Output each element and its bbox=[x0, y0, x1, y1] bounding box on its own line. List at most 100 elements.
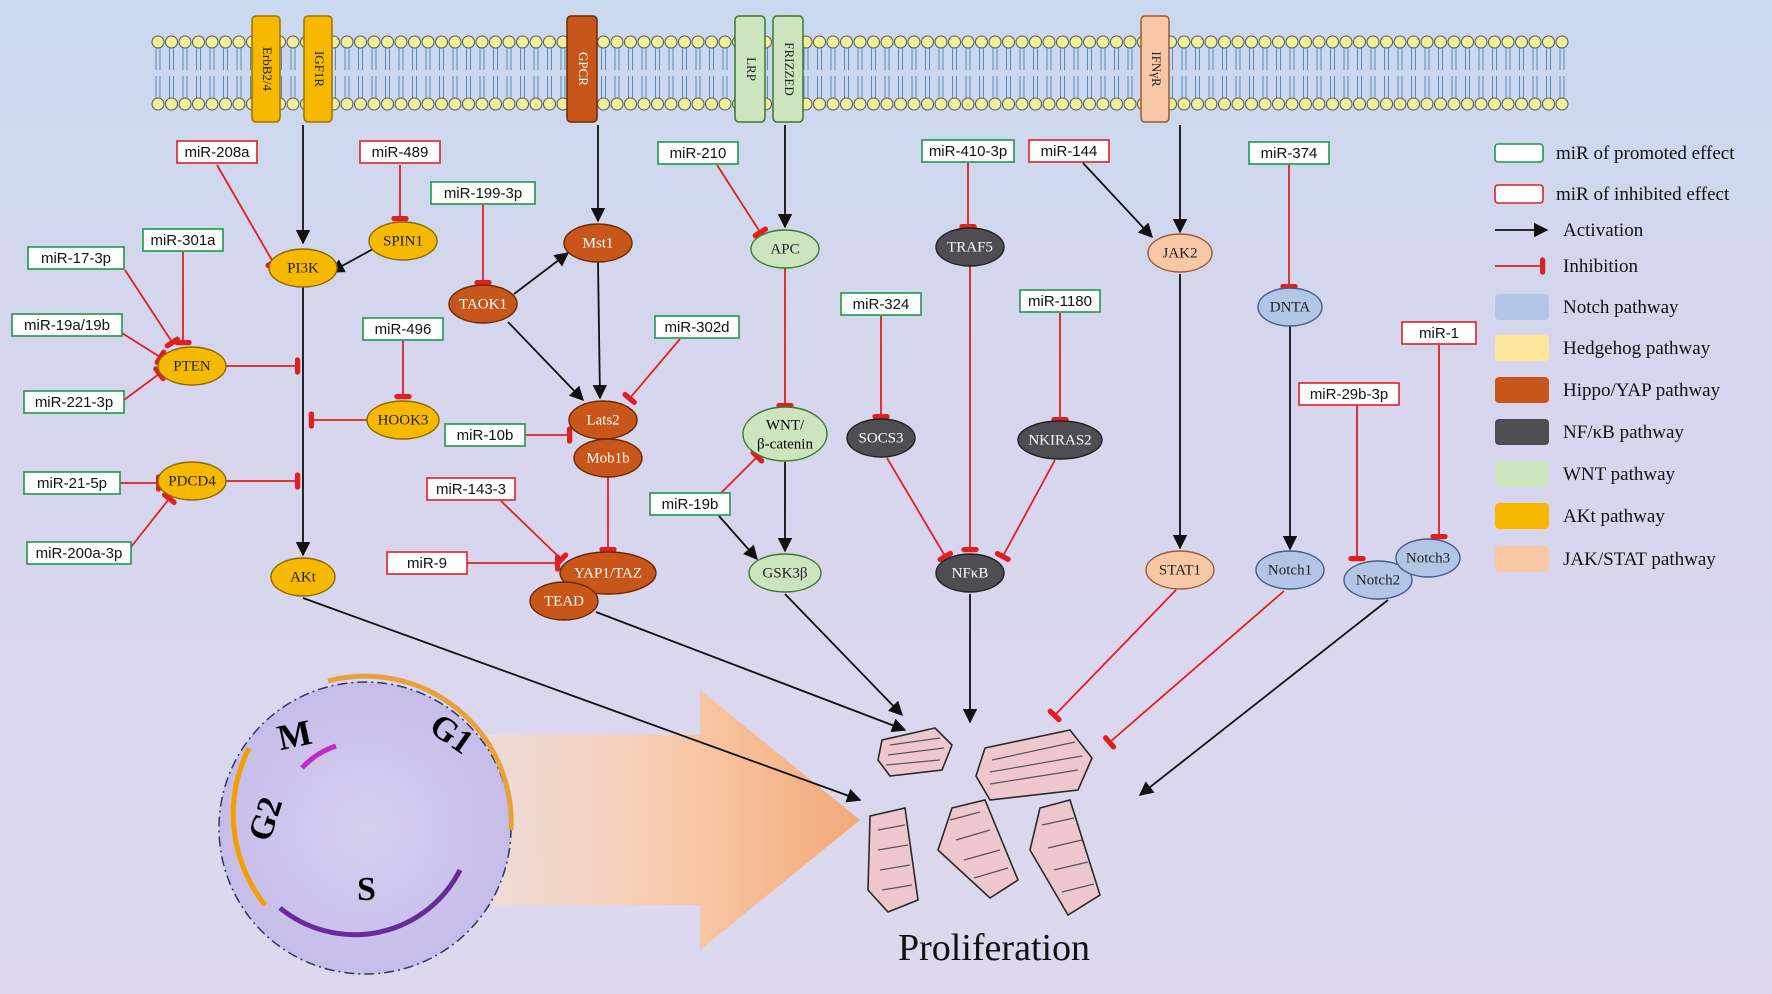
lipid-tail bbox=[857, 48, 863, 98]
lipid-head bbox=[1407, 97, 1420, 111]
mir29b-box: miR-29b-3p bbox=[1298, 382, 1400, 406]
lipid-head bbox=[1285, 35, 1299, 49]
receptor-igf1r-label: IGF1R bbox=[312, 51, 327, 87]
mst1-to-lats2 bbox=[592, 261, 608, 400]
lipid-tail bbox=[506, 48, 512, 98]
lipid-head bbox=[1326, 35, 1339, 49]
lipid-tail bbox=[290, 48, 296, 98]
mir10b-frame bbox=[444, 423, 526, 447]
legend-notch-swatch bbox=[1495, 294, 1549, 320]
mir17-box: miR-17-3p bbox=[27, 246, 125, 270]
lipid-head bbox=[1231, 35, 1245, 49]
node-mob1b: Mob1b bbox=[573, 438, 643, 478]
yap-to-proliferation bbox=[595, 611, 907, 733]
lipid-head bbox=[1528, 97, 1542, 111]
lipid-head bbox=[516, 97, 529, 111]
mir200a-inhibits-pdcd4 bbox=[130, 492, 177, 548]
lipid-head bbox=[1380, 97, 1393, 111]
node-pdcd4-shape bbox=[157, 461, 227, 501]
legend-item-nfkb: NF/κB pathway bbox=[1495, 419, 1684, 445]
lipid-head bbox=[367, 35, 381, 49]
mir200a-box: miR-200a-3p bbox=[26, 541, 132, 565]
lipid-head bbox=[678, 97, 691, 111]
node-taok1: TAOK1 bbox=[448, 284, 518, 324]
lipid-head bbox=[435, 97, 448, 111]
node-pten: PTEN bbox=[157, 346, 227, 386]
lipid-tail bbox=[520, 48, 525, 98]
node-apc: APC bbox=[750, 229, 820, 269]
lipid-tail bbox=[1370, 48, 1376, 98]
legend-item-inhibited: miR of inhibited effect bbox=[1494, 184, 1730, 205]
legend-hedgehog-label: Hedgehog pathway bbox=[1563, 338, 1711, 359]
mir17-inhibits-pten bbox=[124, 269, 180, 349]
lipid-head bbox=[1447, 97, 1461, 111]
lipid-tail bbox=[628, 48, 633, 98]
lipid-tail bbox=[1127, 48, 1133, 98]
node-jak2-label: JAK2 bbox=[1162, 245, 1197, 261]
node-stat1-shape bbox=[1145, 550, 1215, 590]
node-yap-shape bbox=[559, 551, 657, 595]
lipid-head bbox=[1110, 35, 1123, 49]
lipid-tail bbox=[479, 48, 485, 98]
lipid-head bbox=[543, 35, 556, 49]
lipid-tail bbox=[1559, 48, 1565, 98]
node-gsk3b-label: GSK3β bbox=[762, 565, 807, 581]
lipid-head bbox=[1420, 97, 1434, 111]
mir199-label: miR-199-3p bbox=[444, 185, 522, 202]
node-mst1-label: Mst1 bbox=[583, 235, 614, 251]
lipid-tail bbox=[1478, 48, 1484, 98]
node-dnta-shape bbox=[1257, 287, 1323, 327]
lipid-tail bbox=[844, 48, 849, 98]
lipid-head bbox=[1447, 35, 1461, 49]
lipid-head bbox=[475, 97, 489, 111]
mir410-label: miR-410-3p bbox=[929, 143, 1007, 160]
mir324-box: miR-324 bbox=[840, 292, 922, 316]
mir1-box: miR-1 bbox=[1401, 321, 1477, 345]
lipid-head bbox=[1339, 97, 1353, 111]
legend-hippo-label: Hippo/YAP pathway bbox=[1563, 380, 1721, 401]
cardiomyocyte-5 bbox=[1029, 799, 1101, 917]
lipid-head bbox=[219, 97, 232, 111]
legend-inhibition-label: Inhibition bbox=[1563, 256, 1638, 277]
lipid-tail bbox=[236, 48, 242, 98]
node-stat1-label: STAT1 bbox=[1159, 562, 1201, 578]
lipid-head bbox=[1029, 97, 1042, 111]
lipid-tail bbox=[1019, 48, 1025, 98]
receptor-frizzed-shape bbox=[772, 15, 804, 123]
mir21-frame bbox=[23, 471, 121, 495]
lipid-tail bbox=[466, 48, 471, 98]
node-nfkb-shape bbox=[935, 553, 1005, 593]
node-mob1b-shape bbox=[573, 438, 643, 478]
lipid-head bbox=[705, 35, 718, 49]
lipid-tail bbox=[1100, 48, 1106, 98]
lipid-head bbox=[1069, 35, 1083, 49]
mir221-box: miR-221-3p bbox=[23, 390, 125, 414]
lipid-head bbox=[718, 35, 732, 49]
m-label: M bbox=[274, 712, 316, 758]
node-notch3-label: Notch3 bbox=[1406, 550, 1450, 566]
mir302d-label: miR-302d bbox=[664, 319, 729, 336]
lipid-head bbox=[637, 97, 651, 111]
mir302d-inhibits-lats2 bbox=[622, 338, 681, 405]
lipid-head bbox=[421, 35, 435, 49]
lipid-head bbox=[1488, 35, 1501, 49]
mir208a-frame bbox=[176, 140, 258, 164]
lipid-head bbox=[529, 35, 543, 49]
lipid-head bbox=[354, 35, 367, 49]
lipid-tail bbox=[641, 48, 647, 98]
lipid-head bbox=[813, 35, 826, 49]
receptor-ifngr: IFNγR bbox=[1140, 15, 1170, 123]
lipid-head bbox=[988, 97, 1002, 111]
node-socs3-label: SOCS3 bbox=[858, 430, 903, 446]
receptor-ifngr-shape bbox=[1140, 15, 1170, 123]
lipid-head bbox=[1258, 35, 1272, 49]
lipid-tail bbox=[344, 48, 350, 98]
lipid-tail bbox=[1343, 48, 1349, 98]
legend-item-akt: AKt pathway bbox=[1495, 503, 1665, 529]
node-notch1-label: Notch1 bbox=[1268, 562, 1312, 578]
lipid-head bbox=[1434, 97, 1447, 111]
lipid-head bbox=[1501, 97, 1515, 111]
lipid-head bbox=[1353, 35, 1366, 49]
